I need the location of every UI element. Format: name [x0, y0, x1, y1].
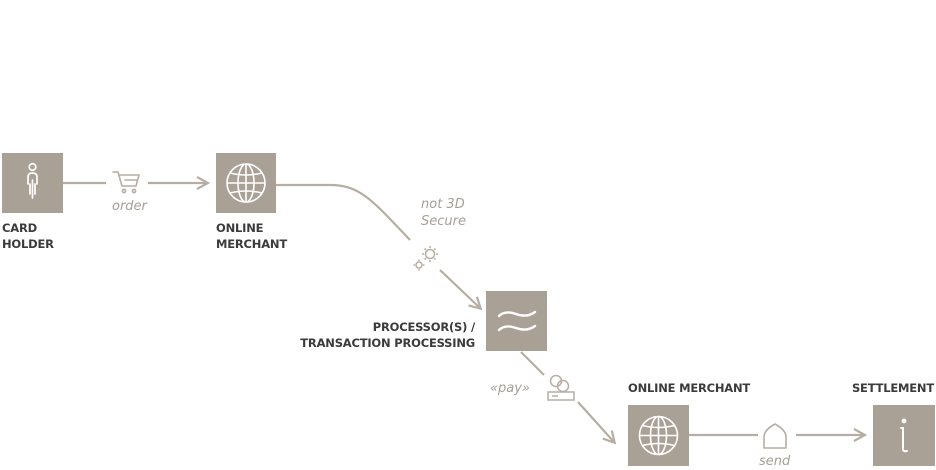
card-holder-label-line2: HOLDER — [2, 237, 54, 251]
not-3d-secure-line1: not 3D — [421, 197, 465, 212]
node-online-merchant-2 — [628, 405, 689, 466]
gears-icon — [413, 246, 438, 271]
pay-label: «pay» — [490, 381, 530, 396]
processor-label: PROCESSOR(S) / TRANSACTION PROCESSING — [300, 319, 475, 351]
online-merchant-1-label-line1: ONLINE — [216, 221, 264, 235]
connector-processor-coins — [520, 351, 545, 376]
shopping-cart-icon — [112, 171, 140, 194]
connector-merchant-gears — [276, 183, 411, 241]
connector-gears-processor — [439, 269, 480, 308]
not-3d-secure-line2: Secure — [421, 214, 466, 229]
connector-coins-merchant — [577, 401, 614, 442]
exchange-arrows-icon — [497, 310, 537, 332]
node-online-merchant-1 — [216, 153, 276, 213]
info-icon — [900, 418, 908, 453]
globe-icon — [226, 163, 266, 203]
send-label: send — [759, 454, 791, 469]
not-3d-secure-label: not 3D Secure — [421, 196, 466, 230]
card-holder-label: CARD HOLDER — [2, 220, 54, 252]
processor-label-line1: PROCESSOR(S) / — [372, 320, 475, 334]
house-icon — [763, 423, 787, 449]
node-settlement — [873, 405, 935, 466]
person-icon — [27, 162, 38, 199]
globe-icon — [638, 415, 679, 456]
online-merchant-2-label: ONLINE MERCHANT — [628, 381, 751, 395]
settlement-label: SETTLEMENT — [851, 381, 934, 395]
online-merchant-1-label-line2: MERCHANT — [216, 237, 287, 251]
online-merchant-1-label: ONLINE MERCHANT — [216, 220, 287, 252]
node-processor — [486, 291, 547, 351]
node-card-holder — [2, 153, 63, 213]
processor-label-line2: TRANSACTION PROCESSING — [300, 336, 475, 350]
card-holder-label-line1: CARD — [2, 221, 37, 235]
coins-icon — [547, 374, 575, 401]
order-label: order — [112, 199, 147, 214]
